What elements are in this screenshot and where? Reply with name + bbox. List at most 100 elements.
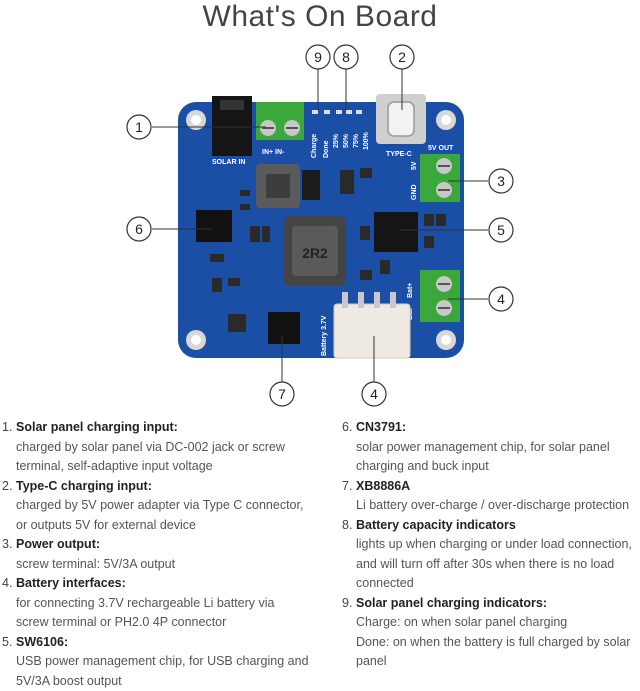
svg-text:4: 4 [370, 386, 378, 402]
main-inductor: 2R2 [284, 216, 346, 286]
feature-item: 1.Solar panel charging input:charged by … [0, 418, 322, 477]
feature-title: Type-C charging input: [16, 477, 322, 497]
label-battery: Battery 3.7V [321, 315, 328, 356]
feature-description: lights up when charging or under load co… [356, 535, 640, 594]
feature-description-line: terminal, self-adaptive input voltage [16, 457, 322, 477]
feature-description-line: charged by solar panel via DC-002 jack o… [16, 438, 322, 458]
feature-description: charged by solar panel via DC-002 jack o… [16, 438, 322, 477]
svg-text:5: 5 [497, 222, 505, 238]
inductor-marking: 2R2 [302, 245, 328, 261]
feature-title: Battery capacity indicators [356, 516, 640, 536]
feature-title: SW6106: [16, 633, 322, 653]
feature-number: 6. [342, 418, 352, 438]
callout-4b: 4 [362, 382, 386, 406]
feature-description: Li battery over-charge / over-discharge … [356, 496, 640, 516]
callout-3: 3 [489, 169, 513, 193]
feature-number: 4. [2, 574, 12, 594]
feature-description: charged by 5V power adapter via Type C c… [16, 496, 322, 535]
callout-6: 6 [127, 217, 151, 241]
chip-xb8886a [268, 312, 300, 344]
callout-5: 5 [489, 218, 513, 242]
callout-8: 8 [334, 45, 358, 69]
label-75: 75% [353, 133, 360, 148]
battery-screw-terminal [420, 270, 460, 322]
svg-text:7: 7 [278, 386, 286, 402]
label-25: 25% [333, 133, 340, 148]
label-5v: 5V [411, 161, 418, 170]
svg-text:2: 2 [398, 49, 406, 65]
feature-item: 4.Battery interfaces:for connecting 3.7V… [0, 574, 322, 633]
feature-item: 5.SW6106:USB power management chip, for … [0, 633, 322, 691]
feature-description-line: charging and buck input [356, 457, 640, 477]
callout-1: 1 [127, 115, 151, 139]
label-bat-plus: Bat+ [407, 283, 414, 298]
feature-description-line: panel [356, 652, 640, 672]
feature-description: screw terminal: 5V/3A output [16, 555, 322, 575]
label-charge: Charge [311, 134, 318, 158]
feature-description-line: 5V/3A boost output [16, 672, 322, 691]
svg-text:1: 1 [135, 119, 143, 135]
output-screw-terminal [420, 154, 460, 202]
label-gnd: GND [411, 184, 418, 200]
label-50: 50% [343, 133, 350, 148]
feature-number: 7. [342, 477, 352, 497]
feature-title: Solar panel charging indicators: [356, 594, 640, 614]
solar-screw-terminal [256, 102, 304, 140]
feature-number: 1. [2, 418, 12, 438]
label-done: Done [323, 140, 330, 158]
feature-number: 9. [342, 594, 352, 614]
label-type-c: TYPE-C [386, 151, 412, 158]
type-c-port [376, 94, 426, 144]
feature-list-right: 6.CN3791:solar power management chip, fo… [340, 418, 640, 672]
feature-title: CN3791: [356, 418, 640, 438]
callout-4a: 4 [489, 287, 513, 311]
chip-cn3791 [196, 210, 232, 242]
feature-description-line: connected [356, 574, 640, 594]
feature-title: XB8886A [356, 477, 640, 497]
feature-item: 9.Solar panel charging indicators:Charge… [340, 594, 640, 672]
label-100: 100% [363, 131, 370, 150]
label-5v-out: 5V OUT [428, 145, 454, 152]
label-solar-in: SOLAR IN [212, 159, 245, 166]
feature-description-line: for connecting 3.7V rechargeable Li batt… [16, 594, 322, 614]
feature-description-line: Done: on when the battery is full charge… [356, 633, 640, 653]
svg-text:9: 9 [314, 49, 322, 65]
feature-number: 5. [2, 633, 12, 653]
feature-description-line: Li battery over-charge / over-discharge … [356, 496, 640, 516]
chip-sw6106 [374, 212, 418, 252]
callout-2: 2 [390, 45, 414, 69]
feature-description-line: Charge: on when solar panel charging [356, 613, 640, 633]
feature-title: Battery interfaces: [16, 574, 322, 594]
feature-description-line: solar power management chip, for solar p… [356, 438, 640, 458]
svg-text:4: 4 [497, 291, 505, 307]
feature-description-line: screw terminal: 5V/3A output [16, 555, 322, 575]
feature-description: solar power management chip, for solar p… [356, 438, 640, 477]
feature-description: for connecting 3.7V rechargeable Li batt… [16, 594, 322, 633]
page-title: What's On Board [0, 0, 640, 34]
feature-item: 6.CN3791:solar power management chip, fo… [340, 418, 640, 477]
feature-description-line: screw terminal or PH2.0 4P connector [16, 613, 322, 633]
feature-description-line: lights up when charging or under load co… [356, 535, 640, 555]
board-diagram: Charge Done 25% 50% 75% 100% TYPE-C 5V O… [0, 40, 640, 410]
feature-description-line: USB power management chip, for USB charg… [16, 652, 322, 672]
callout-7: 7 [270, 382, 294, 406]
feature-list-left: 1.Solar panel charging input:charged by … [0, 418, 322, 691]
label-in-plus-minus: IN+ IN- [262, 149, 285, 156]
feature-description: USB power management chip, for USB charg… [16, 652, 322, 691]
feature-number: 2. [2, 477, 12, 497]
feature-title: Solar panel charging input: [16, 418, 322, 438]
feature-description-line: or outputs 5V for external device [16, 516, 322, 536]
feature-number: 8. [342, 516, 352, 536]
svg-text:3: 3 [497, 173, 505, 189]
callout-9: 9 [306, 45, 330, 69]
feature-description-line: and will turn off after 30s when there i… [356, 555, 640, 575]
feature-title: Power output: [16, 535, 322, 555]
svg-text:8: 8 [342, 49, 350, 65]
feature-item: 2.Type-C charging input:charged by 5V po… [0, 477, 322, 536]
feature-description-line: charged by 5V power adapter via Type C c… [16, 496, 322, 516]
feature-item: 3.Power output:screw terminal: 5V/3A out… [0, 535, 322, 574]
svg-text:6: 6 [135, 221, 143, 237]
